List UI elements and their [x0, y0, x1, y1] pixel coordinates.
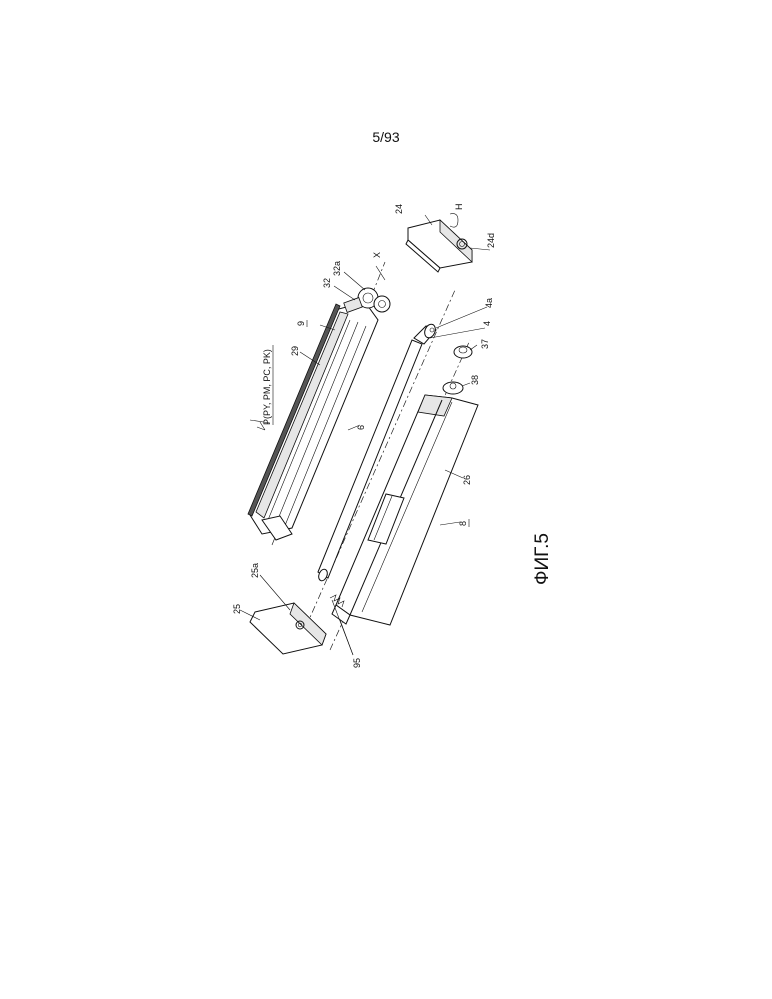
ref-4a: 4a	[484, 298, 494, 308]
ref-25a: 25a	[250, 563, 260, 578]
figure-label: ФИГ.5	[532, 533, 553, 585]
ref-9: 9	[296, 321, 306, 326]
ref-x: X	[372, 252, 382, 258]
ref-24: 24	[394, 204, 404, 214]
ref-4: 4	[482, 321, 492, 326]
ref-32a: 32a	[332, 261, 342, 276]
screw-38	[443, 382, 463, 394]
ref-38: 38	[470, 375, 480, 385]
ref-37: 37	[480, 339, 490, 349]
ref-24d: 24d	[486, 233, 496, 248]
ref-95: 95	[352, 658, 362, 668]
ref-29: 29	[290, 346, 300, 356]
screw-37	[454, 346, 472, 358]
end-cap-25	[250, 603, 326, 654]
ref-h: H	[454, 204, 464, 211]
ref-25: 25	[232, 604, 242, 614]
ref-6: 6	[356, 425, 366, 430]
rotation-arrow-h	[450, 214, 458, 228]
ref-26: 26	[462, 475, 472, 485]
end-cap-24	[406, 220, 472, 272]
ref-p: P(PY, PM, PC, PK)	[262, 349, 272, 425]
ref-32: 32	[322, 278, 332, 288]
ref-8: 8	[458, 521, 468, 526]
